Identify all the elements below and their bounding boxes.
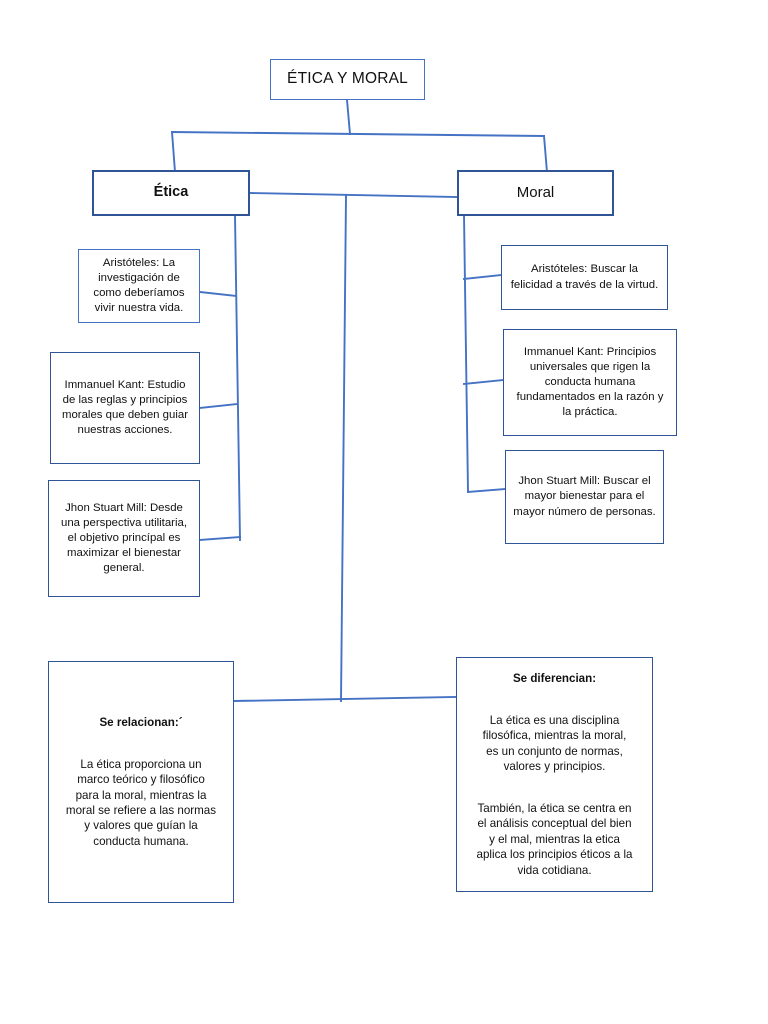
node-branch-etica-label: Ética xyxy=(153,184,189,201)
connector-root-stem xyxy=(345,98,352,136)
connector-root-to-etica xyxy=(170,130,177,174)
connector-mid-bus xyxy=(248,192,459,198)
node-summary-diferencian-body: Se diferencian: La ética es una discipli… xyxy=(466,656,643,894)
node-summary-relacionan-body: Se relacionan:´ La ética proporciona un … xyxy=(58,699,224,864)
summary-relacionan-heading: Se relacionan:´ xyxy=(99,715,183,729)
node-summary-diferencian[interactable]: Se diferencian: La ética es una discipli… xyxy=(456,657,653,892)
connector-summary-bus xyxy=(233,696,457,702)
connector-moral-leaf-2 xyxy=(462,378,505,386)
node-moral-item-kant[interactable]: Immanuel Kant: Principios universales qu… xyxy=(503,329,677,436)
node-moral-item-mill-text: Jhon Stuart Mill: Buscar el mayor bienes… xyxy=(513,475,656,518)
node-etica-item-mill[interactable]: Jhon Stuart Mill: Desde una perspectiva … xyxy=(48,480,200,597)
node-etica-item-kant[interactable]: Immanuel Kant: Estudio de las reglas y p… xyxy=(50,352,200,464)
connector-root-bus xyxy=(171,131,545,137)
node-branch-etica[interactable]: Ética xyxy=(92,170,250,216)
connector-moral-leaf-3 xyxy=(466,487,507,494)
node-root-label: ÉTICA Y MORAL xyxy=(287,70,408,88)
node-etica-item-kant-text: Immanuel Kant: Estudio de las reglas y p… xyxy=(61,378,188,437)
node-moral-item-kant-text: Immanuel Kant: Principios universales qu… xyxy=(516,345,664,419)
node-etica-item-aristoteles-text: Aristóteles: La investigación de como de… xyxy=(93,256,185,315)
summary-diferencian-paragraph-1: La ética es una disciplina filosófica, m… xyxy=(482,713,627,774)
node-branch-moral-label: Moral xyxy=(516,184,555,202)
connector-etica-leaf-3 xyxy=(198,535,242,542)
connector-moral-leaf-1 xyxy=(462,273,503,281)
node-moral-item-aristoteles[interactable]: Aristóteles: Buscar la felicidad a travé… xyxy=(501,245,668,310)
connector-central-spine xyxy=(340,195,347,702)
connector-etica-leaf-2 xyxy=(198,402,239,410)
connector-root-to-moral xyxy=(542,134,549,174)
node-branch-moral[interactable]: Moral xyxy=(457,170,614,216)
connector-etica-leaf-1 xyxy=(198,290,238,298)
node-moral-item-aristoteles-text: Aristóteles: Buscar la felicidad a travé… xyxy=(510,263,659,291)
summary-diferencian-paragraph-2: También, la ética se centra en el anális… xyxy=(476,801,633,877)
node-summary-relacionan[interactable]: Se relacionan:´ La ética proporciona un … xyxy=(48,661,234,903)
node-moral-item-mill[interactable]: Jhon Stuart Mill: Buscar el mayor bienes… xyxy=(505,450,664,544)
node-root-etica-y-moral[interactable]: ÉTICA Y MORAL xyxy=(270,59,425,100)
summary-diferencian-heading: Se diferencian: xyxy=(512,672,597,686)
connector-etica-trunk xyxy=(234,214,241,541)
summary-relacionan-paragraph: La ética proporciona un marco teórico y … xyxy=(65,757,217,848)
node-etica-item-mill-text: Jhon Stuart Mill: Desde una perspectiva … xyxy=(61,501,187,575)
node-etica-item-aristoteles[interactable]: Aristóteles: La investigación de como de… xyxy=(78,249,200,323)
connector-moral-trunk xyxy=(463,214,469,493)
